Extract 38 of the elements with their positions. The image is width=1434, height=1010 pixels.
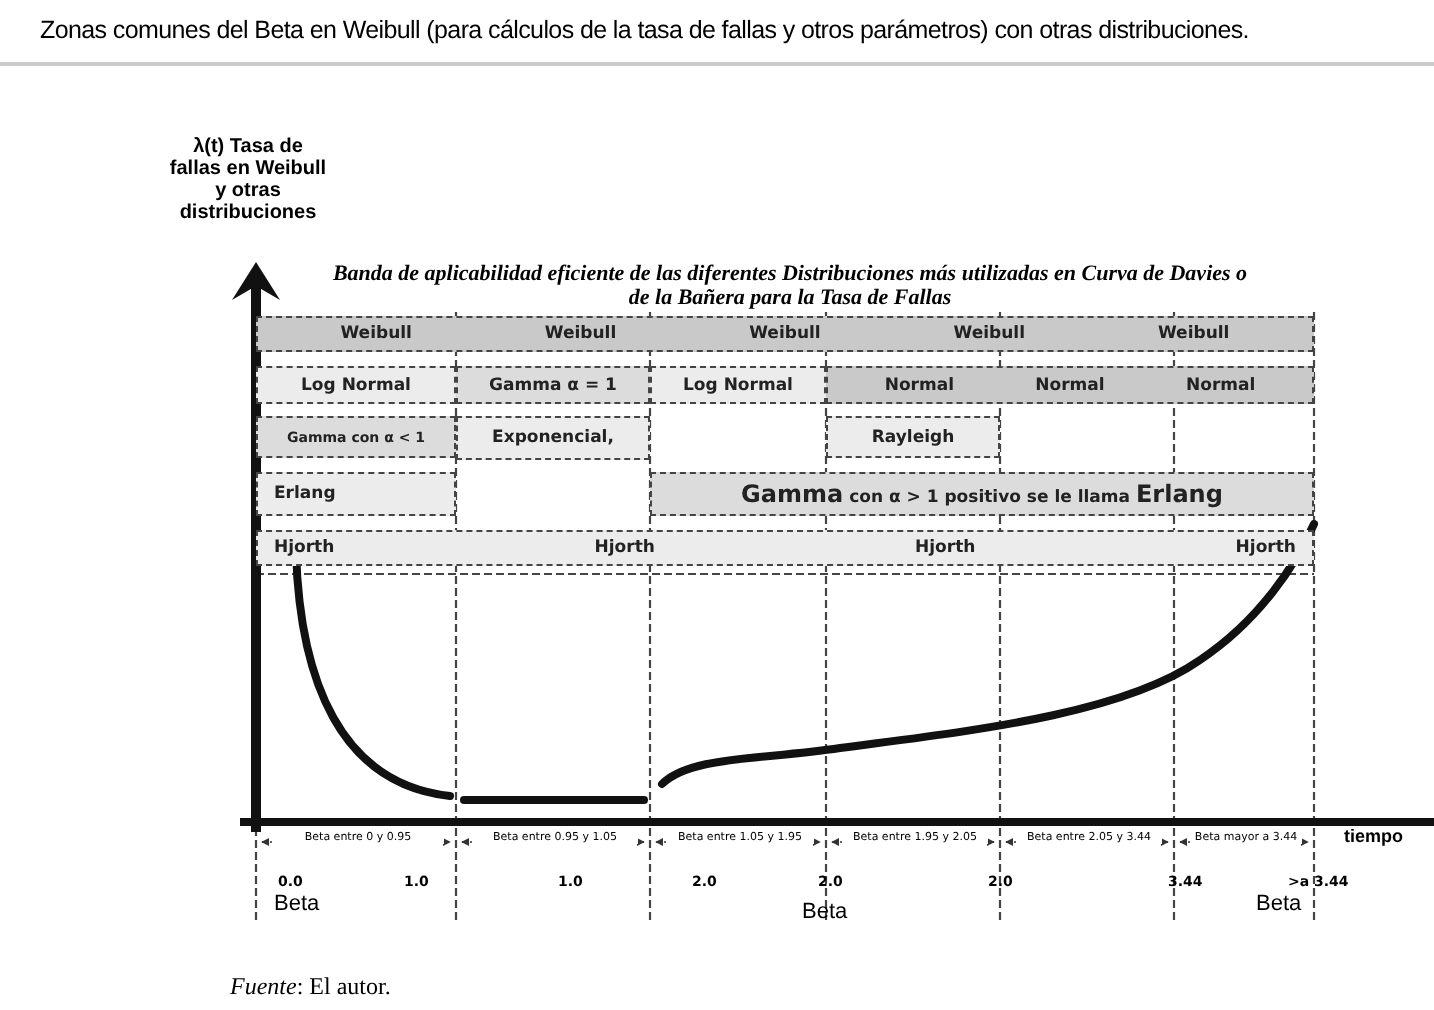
distribution-name: Weibull [953,324,1026,344]
distribution-name: Normal [1185,375,1256,395]
axis-label: Beta [802,900,848,924]
distribution-name: Hjorth [594,538,655,558]
figure-title: Zonas comunes del Beta en Weibull (para cálculos de la tasa de fallas y otros parámetros) con otras distribuciones. [40,16,1249,44]
distribution-name: Normal [1035,375,1105,395]
axis-label: Beta [1256,892,1302,916]
distribution-name: Normal [884,375,954,395]
cell-box [256,472,456,516]
axis-label: λ(t) Tasa de fallas en Weibull y otras distribuciones [168,136,328,224]
band-box [256,316,1314,352]
distribution-name: Hjorth [1235,538,1296,558]
cell-box [456,366,650,404]
distribution-name: Weibull [1157,324,1230,344]
distribution-name: Gamma con α > 1 positivo se le llama Erlang [741,480,1223,508]
band-box [826,366,1314,404]
distribution-name: Hjorth [274,538,335,558]
axis-label: Beta [274,892,320,916]
distribution-name: Erlang [274,484,336,504]
axis-label: tiempo [1344,826,1404,846]
cell-box [650,472,1314,516]
distribution-name: Exponencial, [492,428,614,448]
source-caption: Fuente: El autor. [230,972,391,1002]
distribution-name: Rayleigh [871,427,955,447]
cell-box [256,416,456,458]
cell-box [650,366,826,404]
distribution-name: Hjorth [915,538,976,558]
distribution-name: Weibull [340,324,412,344]
distribution-name: Weibull [544,324,617,344]
cell-box [826,416,1000,458]
distribution-name: Log Normal [683,375,793,395]
cell-box [456,416,650,460]
band-heading: Banda de aplicabilidad eficiente de las diferentes Distribuciones más utilizadas en Curva de Davies o de la Bañera para la Tasa de Fallas [330,262,1250,310]
cell-box [256,530,1314,566]
cell-box [256,366,456,404]
distribution-name: Log Normal [301,375,411,395]
distribution-name: Gamma α = 1 [489,375,617,395]
distribution-name: Weibull [749,324,821,344]
